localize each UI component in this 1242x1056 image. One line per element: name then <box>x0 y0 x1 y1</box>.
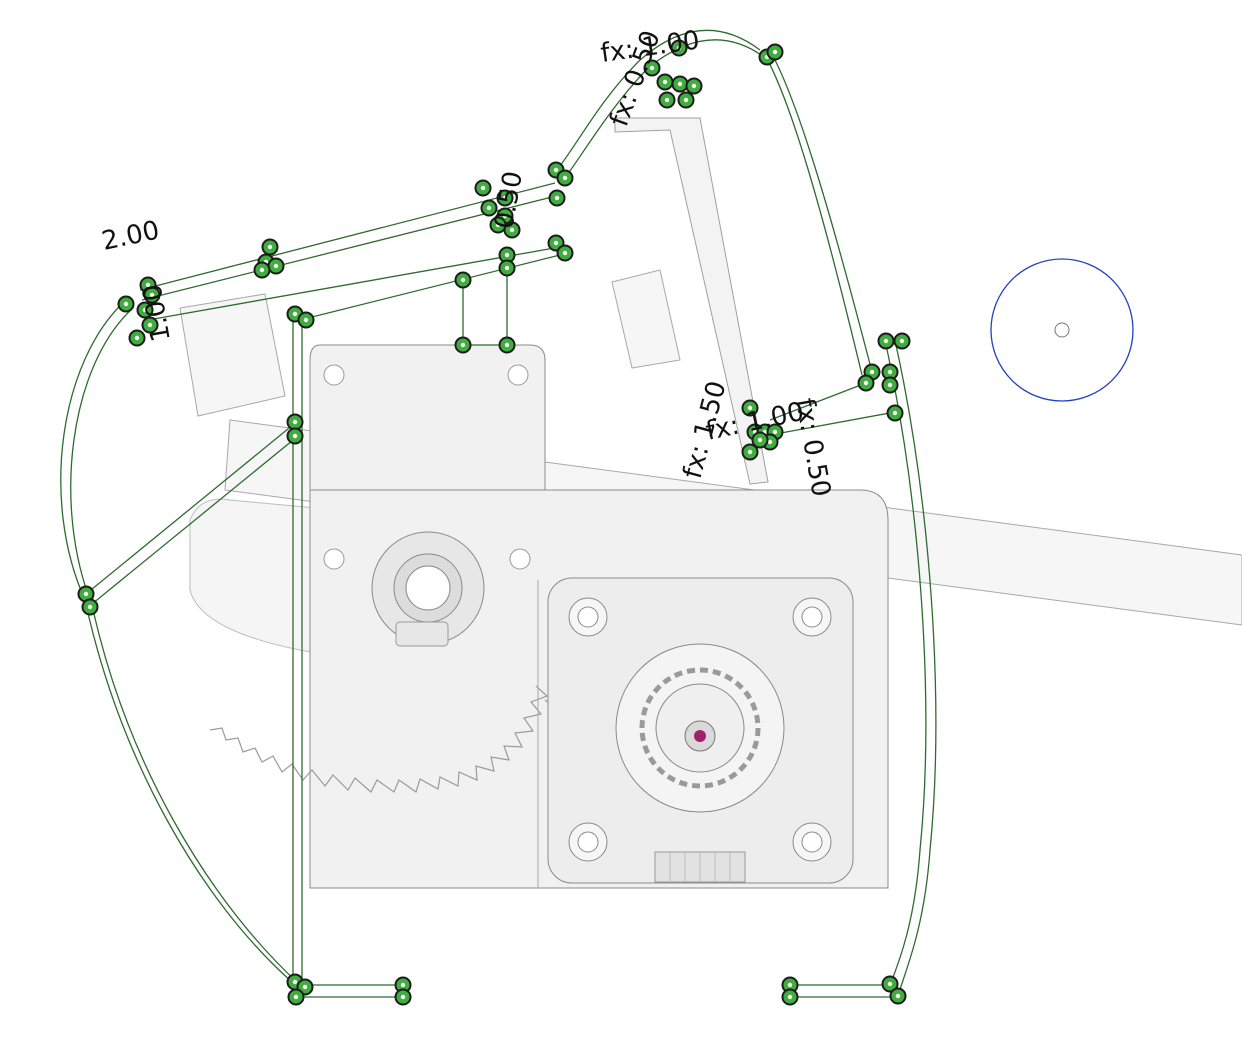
constraint-point-dot <box>554 195 560 201</box>
circle-center-point[interactable] <box>1054 322 1070 338</box>
constraint-point-dot <box>87 604 93 610</box>
constraint-point-dot <box>772 49 778 55</box>
constraint-point-dot <box>772 429 778 435</box>
constraint-point-dot <box>303 317 309 323</box>
reference-circle[interactable] <box>990 258 1134 402</box>
mount-hole <box>323 548 345 570</box>
constraint-point-dot <box>259 267 265 273</box>
wire-top-arc <box>564 39 769 179</box>
dim-0-50-upper[interactable]: 0.50 <box>489 169 529 231</box>
bearing-clip <box>395 621 449 647</box>
wire-diag <box>85 423 295 595</box>
constraint-point-dot <box>302 984 308 990</box>
wire-top-arc <box>556 29 761 171</box>
construction-circle-icon[interactable] <box>990 258 1134 402</box>
wire-harness-mid <box>147 246 561 321</box>
pcb-module <box>611 269 681 369</box>
constraint-point-dot <box>676 45 682 51</box>
constraint-point-dot <box>495 222 501 228</box>
wire-right-rail <box>895 344 937 996</box>
constraint-point-dot <box>509 227 515 233</box>
constraint-point-dot <box>887 369 893 375</box>
sensor-block <box>179 293 286 417</box>
constraint-point-dot <box>293 994 299 1000</box>
constraint-point-dot <box>460 342 466 348</box>
constraint-point-dot <box>562 175 568 181</box>
wire-harness-top <box>139 182 556 291</box>
constraint-point-dot <box>869 369 875 375</box>
constraint-point-dot <box>504 342 510 348</box>
dim-fx-right-c[interactable]: fx: 0.50 <box>789 396 836 499</box>
mount-hole <box>509 548 531 570</box>
constraint-point-dot <box>273 263 279 269</box>
constraint-point-dot <box>292 311 298 317</box>
constraint-point-dot <box>502 213 508 219</box>
constraint-point-dot <box>747 449 753 455</box>
constraint-point-dot <box>142 307 148 313</box>
wire-right-diag <box>764 54 863 376</box>
constraint-point-dot <box>292 433 298 439</box>
constraint-point-dot <box>123 301 129 307</box>
wire-link <box>769 382 867 421</box>
constraint-point-dot <box>892 410 898 416</box>
wire-harness-mid <box>299 254 561 321</box>
motor-screw-hole <box>577 606 599 628</box>
constraint-point-dot <box>767 439 773 445</box>
wire-right-rail <box>885 344 927 986</box>
constraint-point-dot <box>747 405 753 411</box>
constraint-point-dot <box>134 335 140 341</box>
constraint-point-dot <box>504 265 510 271</box>
constraint-point-dot <box>887 382 893 388</box>
constraint-point-dot <box>691 83 697 89</box>
constraint-point-dot <box>562 250 568 256</box>
constraint-point-dot <box>480 185 486 191</box>
constraint-point-dot <box>895 993 901 999</box>
wire-link <box>769 411 896 436</box>
mechanical-assembly <box>179 117 1242 889</box>
constraint-point-dot <box>677 81 683 87</box>
constraint-nodes[interactable] <box>77 39 911 1006</box>
dim-2-00[interactable]: 2.00 <box>99 215 162 256</box>
constraint-point-dot <box>662 79 668 85</box>
constraint-point-dot <box>553 167 559 173</box>
constraint-point-dot <box>486 205 492 211</box>
constraint-point-dot <box>683 97 689 103</box>
constraint-point-dot <box>460 277 466 283</box>
large-gear <box>209 685 549 793</box>
mount-hole <box>323 364 345 386</box>
constraint-point-dot <box>400 994 406 1000</box>
constraint-point-dot <box>147 322 153 328</box>
pcb-strip <box>614 117 769 485</box>
constraint-point-dot <box>757 437 763 443</box>
constraint-point-dot <box>883 338 889 344</box>
motor-screw-hole <box>801 831 823 853</box>
motor-screw-hole <box>577 831 599 853</box>
constraint-point-dot <box>267 244 273 250</box>
constraint-point-dot <box>504 252 510 258</box>
constraint-point-dot <box>502 195 508 201</box>
constraint-point-dot <box>899 338 905 344</box>
constraint-point-dot <box>145 282 151 288</box>
constraint-point-dot <box>787 982 793 988</box>
constraint-point-dot <box>787 994 793 1000</box>
constraint-point-dot <box>553 240 559 246</box>
spindle-marker <box>694 730 706 742</box>
constraint-point-dot <box>83 591 89 597</box>
constraint-point-dot <box>400 982 406 988</box>
wire-left-inner <box>70 307 301 986</box>
pinion-gear <box>639 667 761 789</box>
wire-diag <box>91 435 299 605</box>
bearing-bore <box>405 565 451 611</box>
motor-screw-hole <box>801 606 823 628</box>
wire-right-diag <box>774 59 873 373</box>
constraint-point-dot <box>292 419 298 425</box>
constraint-point-dot <box>863 380 869 386</box>
constraint-point-dot <box>887 981 893 987</box>
constraint-point-dot <box>649 65 655 71</box>
constraint-point-dot <box>292 979 298 985</box>
mount-hole <box>507 364 529 386</box>
constraint-point-dot <box>149 292 155 298</box>
constraint-point-dot <box>664 97 670 103</box>
